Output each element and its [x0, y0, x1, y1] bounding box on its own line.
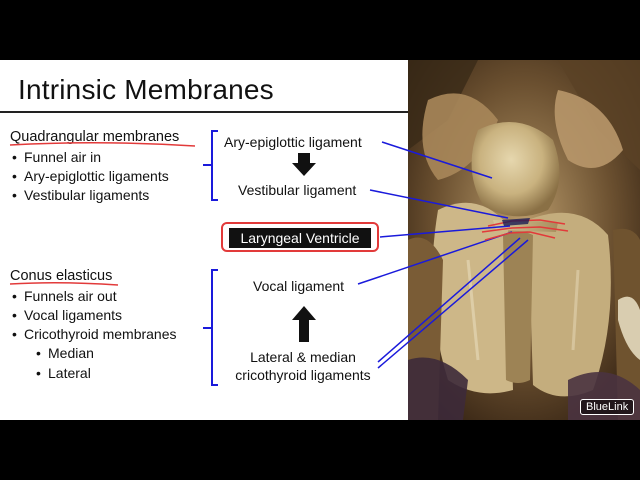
conus-bullet-2: Vocal ligaments: [12, 307, 122, 323]
quadrangular-bullet-1: Funnel air in: [12, 149, 101, 165]
larynx-photo-illustration: [408, 60, 640, 420]
vocal-fold-tracing-lower: [484, 231, 556, 241]
vocal-fold-tracing-mid: [481, 226, 569, 233]
title-divider: [0, 111, 408, 113]
quadrangular-heading: Quadrangular membranes: [10, 129, 180, 145]
label-vocal-ligament: Vocal ligament: [253, 278, 345, 294]
pointer-cricothyroid-2: [377, 239, 529, 369]
label-cricothyroid-line-1: Lateral & median: [250, 349, 356, 365]
lower-bracket: [203, 269, 218, 386]
larynx-dissection-photo: [408, 60, 640, 420]
conus-heading: Conus elasticus: [10, 268, 113, 284]
conus-underline: [9, 281, 119, 286]
label-vestibular-ligament: Vestibular ligament: [238, 182, 357, 198]
pointer-ary-epiglottic: [381, 141, 493, 179]
label-ary-epiglottic-ligament: Ary-epiglottic ligament: [224, 134, 362, 150]
label-laryngeal-ventricle: Laryngeal Ventricle: [229, 228, 371, 248]
pointer-cricothyroid-1: [377, 237, 521, 363]
pointer-ventricle: [379, 225, 511, 238]
quadrangular-underline: [9, 141, 196, 147]
pointer-vocal: [357, 231, 513, 285]
down-arrow-icon: [292, 153, 316, 176]
slide-title: Intrinsic Membranes: [18, 74, 274, 105]
ventricle-dark-mark: [502, 218, 530, 226]
quadrangular-bullet-3: Vestibular ligaments: [12, 187, 149, 203]
label-cricothyroid-line-2: cricothyroid ligaments: [235, 367, 371, 383]
conus-sub-bullet-1: Median: [36, 345, 94, 361]
upper-bracket: [203, 130, 218, 201]
quadrangular-bullet-2: Ary-epiglottic ligaments: [12, 168, 169, 184]
conus-sub-bullet-2: Lateral: [36, 365, 91, 381]
conus-bullet-1: Funnels air out: [12, 288, 117, 304]
conus-bullet-3: Cricothyroid membranes: [12, 326, 176, 342]
up-arrow-icon: [292, 306, 316, 342]
bluelink-logo: BlueLink: [580, 399, 635, 415]
pointer-vestibular: [369, 189, 509, 219]
